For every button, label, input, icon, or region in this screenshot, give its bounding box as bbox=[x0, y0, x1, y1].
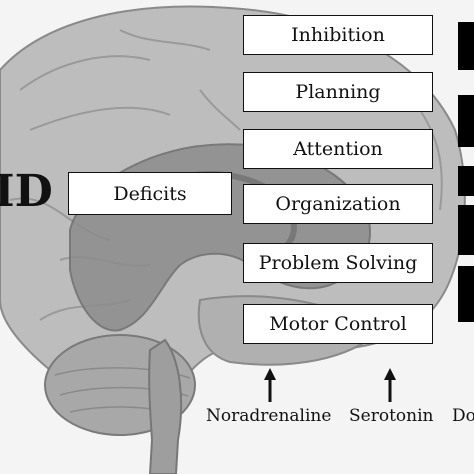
function-box-planning: Planning bbox=[243, 72, 433, 112]
function-box-motor-control: Motor Control bbox=[243, 304, 433, 344]
black-bar-3 bbox=[458, 166, 474, 196]
function-box-problem-solving: Problem Solving bbox=[243, 243, 433, 283]
function-box-organization: Organization bbox=[243, 184, 433, 224]
deficits-box: Deficits bbox=[68, 172, 232, 215]
noradrenaline-arrow bbox=[264, 368, 276, 402]
noradrenaline-label: Noradrenaline bbox=[206, 406, 332, 426]
black-bar-5 bbox=[458, 266, 474, 322]
serotonin-label: Serotonin bbox=[349, 406, 434, 426]
left-cut-text: ID bbox=[0, 166, 53, 217]
function-box-attention: Attention bbox=[243, 129, 433, 169]
function-box-inhibition: Inhibition bbox=[243, 15, 433, 55]
black-bar-4 bbox=[458, 205, 474, 255]
dopamine-label-cut: Do bbox=[452, 406, 474, 426]
black-bar-2 bbox=[458, 95, 474, 147]
serotonin-arrow bbox=[384, 368, 396, 402]
brainstem-shape bbox=[148, 338, 183, 474]
black-bar-1 bbox=[458, 22, 474, 70]
